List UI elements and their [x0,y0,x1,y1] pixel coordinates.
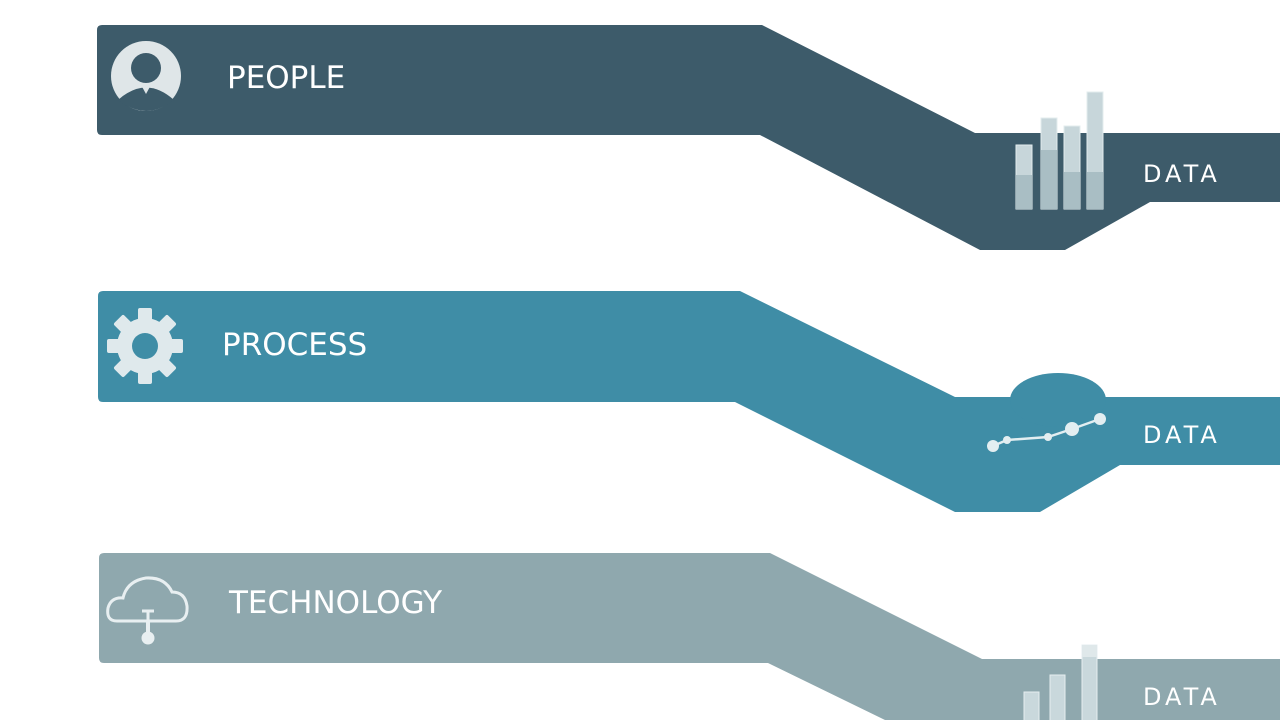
cloud-icon [106,576,189,645]
gear-icon [107,308,183,384]
people-data-label: DATA [1143,160,1221,188]
people-label: PEOPLE [227,60,345,96]
line-chart-icon [987,413,1106,452]
technology-band: TECHNOLOGY DATA [99,553,1280,720]
process-band-shape [98,291,1280,512]
process-data-label: DATA [1143,421,1221,449]
technology-data-label: DATA [1143,683,1221,711]
technology-label: TECHNOLOGY [228,585,442,621]
person-icon [111,41,181,111]
people-band: PEOPLE DATA [97,25,1280,250]
bar-chart-icon [1015,91,1104,210]
process-label: PROCESS [222,327,367,363]
technology-band-shape [99,553,1280,720]
people-band-shape [97,25,1280,250]
bar-chart-icon [1023,644,1098,720]
process-band: PROCESS DATA [98,291,1280,512]
